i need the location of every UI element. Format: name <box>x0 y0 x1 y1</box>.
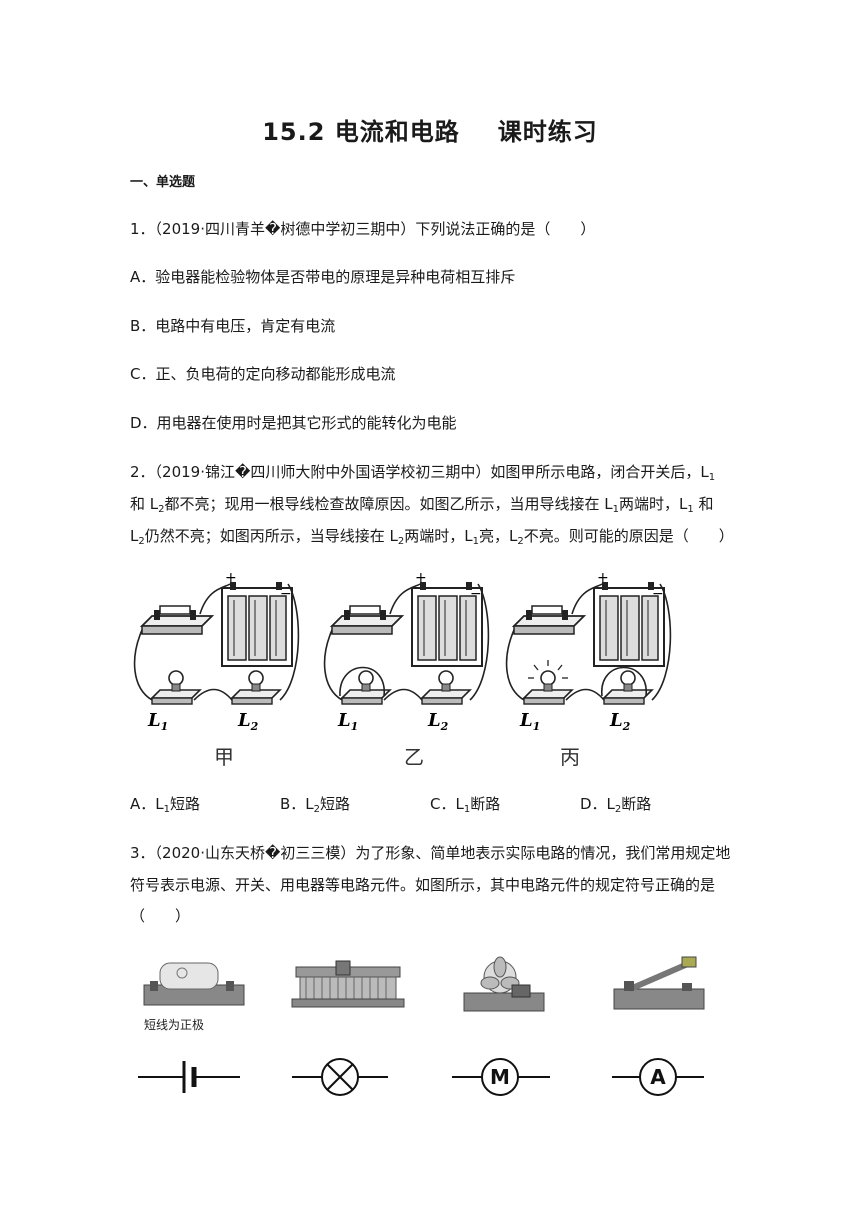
q3-line-2: 符号表示电源、开关、用电器等电路元件。如图所示，其中电路元件的规定符号正确的是 <box>130 876 716 894</box>
component-figure: 短线为正极 <box>138 956 705 1096</box>
plus-sign: + <box>225 570 237 586</box>
q1-option-b: B．电路中有电压，肯定有电流 <box>130 317 336 335</box>
knife-switch-photo-icon <box>613 956 705 1010</box>
q2-option-d: D．L2断路 <box>580 795 652 815</box>
plus-sign: + <box>415 570 427 586</box>
q2-option-a: A．L1短路 <box>130 795 201 815</box>
rheostat-photo-icon <box>291 960 405 1008</box>
page-title: 15.2 电流和电路 课时练习 <box>0 112 860 147</box>
section-heading: 一、单选题 <box>130 175 196 190</box>
q3-line-1: 3．（2020·山东天桥�初三三模）为了形象、简单地表示实际电路的情况，我们常用… <box>130 844 731 862</box>
minus-sign: − <box>470 586 482 602</box>
title-main: 15.2 电流和电路 <box>262 118 460 146</box>
figure-jia: + − L1 L2 甲 <box>133 570 300 769</box>
figure-bing: + − L1 L2 丙 <box>505 570 672 769</box>
figure-yi: + − L1 L2 乙 <box>323 570 490 769</box>
q2-line-3: L2仍然不亮；如图丙所示，当导线接在 L2两端时，L1亮，L2不亮。则可能的原因… <box>130 527 734 547</box>
battery-note: 短线为正极 <box>144 1018 204 1032</box>
q2-option-b: B．L2短路 <box>280 795 351 815</box>
label-l1: L1 <box>337 710 358 733</box>
q3-line-3: （ ） <box>130 907 191 925</box>
q1-option-a: A．验电器能检验物体是否带电的原理是异种电荷相互排斥 <box>130 268 516 286</box>
minus-sign: − <box>652 586 664 602</box>
caption-yi: 乙 <box>404 745 424 769</box>
plus-sign: + <box>597 570 609 586</box>
ammeter-symbol <box>612 1058 704 1096</box>
caption-jia: 甲 <box>214 745 234 769</box>
ammeter-symbol-label: A <box>650 1065 666 1089</box>
q2-line-1: 2．（2019·锦江�四川师大附中外国语学校初三期中）如图甲所示电路，闭合开关后… <box>130 463 716 483</box>
caption-bing: 丙 <box>560 745 580 769</box>
label-l1: L1 <box>147 710 168 733</box>
battery-photo-icon <box>143 962 245 1006</box>
label-l2: L2 <box>237 710 259 733</box>
q1-option-c: C．正、负电荷的定向移动都能形成电流 <box>130 365 396 383</box>
battery-symbol <box>138 1061 240 1093</box>
motor-symbol <box>452 1058 550 1096</box>
minus-sign: − <box>280 586 292 602</box>
label-l2: L2 <box>427 710 449 733</box>
lamp-symbol <box>292 1058 388 1096</box>
motor-symbol-label: M <box>490 1065 510 1089</box>
title-sub: 课时练习 <box>497 118 598 146</box>
lamp-glow-icon <box>528 660 568 679</box>
q2-line-2: 和 L2都不亮；现用一根导线检查故障原因。如图乙所示，当用导线接在 L1两端时，… <box>130 495 714 515</box>
q1-option-d: D．用电器在使用时是把其它形式的能转化为电能 <box>130 414 457 432</box>
label-l1: L1 <box>519 710 540 733</box>
circuit-figures: + − L1 L2 甲 + − L1 L2 乙 <box>133 570 672 769</box>
fan-motor-photo-icon <box>463 956 545 1012</box>
label-l2: L2 <box>609 710 631 733</box>
q1-stem: 1．（2019·四川青羊�树德中学初三期中）下列说法正确的是（ ） <box>130 220 596 238</box>
q2-option-c: C．L1断路 <box>430 795 501 815</box>
